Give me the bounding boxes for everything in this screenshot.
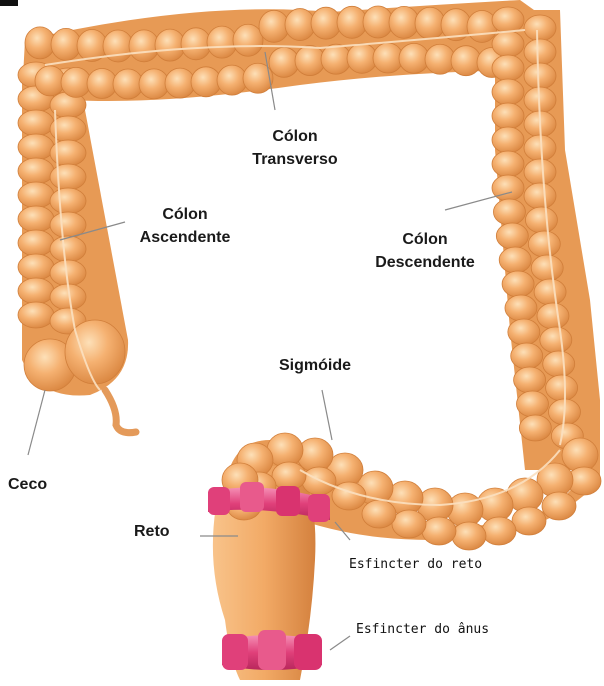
haustrum <box>451 46 481 76</box>
haustrum <box>50 236 86 262</box>
haustrum <box>525 207 557 233</box>
haustrum <box>233 24 263 56</box>
label-esfincter-anus: Esfincter do ânus <box>356 622 489 637</box>
haustrum <box>499 247 531 273</box>
haustrum <box>61 67 91 97</box>
haustrum <box>35 66 65 96</box>
haustrum <box>528 231 560 257</box>
haustrum <box>165 68 195 98</box>
haustrum <box>511 343 543 369</box>
sphincter-anus <box>222 630 322 670</box>
haustrum <box>519 415 551 441</box>
haustrum <box>546 375 578 401</box>
haustrum <box>542 492 576 520</box>
haustrum <box>492 151 524 177</box>
haustrum <box>269 47 299 77</box>
haustrum <box>18 254 54 280</box>
haustrum <box>18 302 54 328</box>
haustrum <box>524 15 556 41</box>
haustrum <box>502 271 534 297</box>
haustrum <box>492 79 524 105</box>
label-ceco: Ceco <box>8 473 68 496</box>
haustrum <box>207 26 237 58</box>
appendix <box>105 390 136 433</box>
haustrum <box>259 10 289 42</box>
haustrum <box>18 182 54 208</box>
haustrum <box>562 438 598 472</box>
haustrum <box>181 28 211 60</box>
haustrum <box>496 223 528 249</box>
haustrum <box>524 159 556 185</box>
haustrum <box>18 278 54 304</box>
haustrum <box>50 188 86 214</box>
haustrum <box>524 183 556 209</box>
haustrum <box>524 63 556 89</box>
haustrum <box>392 510 426 538</box>
haustrum <box>452 522 486 550</box>
haustrum <box>516 391 548 417</box>
haustrum <box>113 69 143 99</box>
haustrum <box>537 303 569 329</box>
haustrum <box>139 69 169 99</box>
haustrum <box>492 31 524 57</box>
haustrum <box>18 230 54 256</box>
haustrum <box>415 7 445 39</box>
haustrum <box>540 327 572 353</box>
haustrum <box>492 55 524 81</box>
label-reto: Reto <box>134 520 194 543</box>
haustrum <box>492 103 524 129</box>
haustrum <box>191 67 221 97</box>
haustrum <box>362 500 396 528</box>
haustrum <box>505 295 537 321</box>
haustrum <box>493 199 525 225</box>
label-colon-descendente: Cólon Descendente <box>355 228 495 274</box>
haustrum <box>18 158 54 184</box>
haustrum <box>347 43 377 73</box>
haustrum <box>425 44 455 74</box>
haustrum <box>514 367 546 393</box>
haustrum <box>321 44 351 74</box>
haustrum <box>512 507 546 535</box>
haustrum <box>311 7 341 39</box>
haustrum <box>50 164 86 190</box>
haustrum <box>295 46 325 76</box>
haustrum <box>155 29 185 61</box>
haustrum <box>482 517 516 545</box>
haustrum <box>272 462 306 490</box>
label-esfincter-reto: Esfincter do reto <box>349 557 482 572</box>
haustrum <box>337 6 367 38</box>
haustrum <box>373 43 403 73</box>
haustrum <box>534 279 566 305</box>
haustrum <box>87 68 117 98</box>
haustrum <box>51 28 81 60</box>
haustrum <box>422 517 456 545</box>
haustrum <box>492 175 524 201</box>
haustrum <box>543 351 575 377</box>
label-colon-transverso: Cólon Transverso <box>235 125 355 171</box>
haustrum <box>217 65 247 95</box>
haustrum <box>18 206 54 232</box>
haustrum <box>285 9 315 41</box>
haustrum <box>18 110 54 136</box>
haustrum <box>243 63 273 93</box>
haustrum <box>18 134 54 160</box>
haustrum <box>492 7 524 33</box>
haustrum <box>103 30 133 62</box>
haustrum <box>399 43 429 73</box>
haustrum <box>467 10 497 42</box>
haustrum <box>531 255 563 281</box>
haustrum <box>129 30 159 62</box>
haustrum <box>363 6 393 38</box>
haustrum <box>508 319 540 345</box>
haustrum <box>25 27 55 59</box>
haustrum <box>524 39 556 65</box>
haustrum <box>389 6 419 38</box>
label-colon-ascendente: Cólon Ascendente <box>120 203 250 249</box>
label-sigmoide: Sigmóide <box>265 354 365 377</box>
haustrum <box>492 127 524 153</box>
